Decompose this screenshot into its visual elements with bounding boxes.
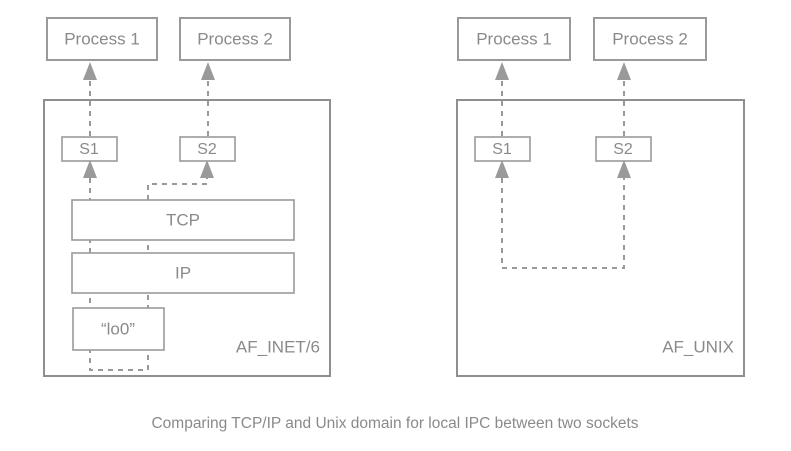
left-process-1[interactable]: Process 1: [46, 17, 158, 61]
left-process-2-box[interactable]: [179, 17, 291, 61]
right-process-1[interactable]: Process 1: [457, 17, 571, 61]
right-arrowhead-s1: [495, 160, 509, 178]
right-process-2[interactable]: Process 2: [593, 17, 707, 61]
left-socket-s2-label: S2: [197, 141, 217, 158]
left-layer-tcp-box[interactable]: [71, 199, 295, 241]
left-layer-ip-label: IP: [175, 263, 191, 282]
right-process-1-box[interactable]: [457, 17, 571, 61]
left-arrowhead-process2: [201, 62, 215, 80]
right-process-2-box[interactable]: [593, 17, 707, 61]
right-process-2-label: Process 2: [612, 29, 688, 48]
left-process-1-box[interactable]: [46, 17, 158, 61]
left-arrowhead-process1: [83, 62, 97, 80]
right-socket-s2-box[interactable]: [595, 136, 652, 162]
right-dash-direct-path: [501, 178, 625, 269]
left-process-1-label: Process 1: [64, 29, 140, 48]
left-process-2[interactable]: Process 2: [179, 17, 291, 61]
right-arrowhead-s2: [617, 160, 631, 178]
right-arrowhead-process1: [495, 62, 509, 80]
left-arrowhead-s1: [83, 160, 97, 178]
left-layer-tcp[interactable]: TCP: [71, 199, 295, 241]
left-layer-lo0-label: “lo0”: [101, 319, 135, 338]
right-panel-label: AF_UNIX: [662, 337, 734, 356]
left-panel-group: Process 1 Process 2 AF_INET/6: [43, 17, 331, 377]
diagram-caption: Comparing TCP/IP and Unix domain for loc…: [151, 415, 638, 432]
right-socket-s2[interactable]: S2: [595, 136, 652, 162]
right-socket-s1-label: S1: [492, 141, 512, 158]
left-layer-lo0[interactable]: “lo0”: [72, 307, 165, 351]
left-layer-ip[interactable]: IP: [71, 252, 295, 294]
left-layer-tcp-label: TCP: [166, 210, 200, 229]
left-socket-s1-label: S1: [79, 141, 99, 158]
left-process-2-label: Process 2: [197, 29, 273, 48]
left-arrowhead-s2: [200, 160, 214, 178]
left-socket-s2-box[interactable]: [179, 136, 236, 162]
left-layer-lo0-box[interactable]: [72, 307, 165, 351]
left-socket-s1[interactable]: S1: [61, 136, 118, 162]
left-panel-label: AF_INET/6: [236, 337, 320, 356]
right-panel-group: Process 1 Process 2 AF_UNIX S1: [456, 17, 745, 377]
left-socket-s2[interactable]: S2: [179, 136, 236, 162]
right-socket-s1-box[interactable]: [474, 136, 531, 162]
left-layer-ip-box[interactable]: [71, 252, 295, 294]
right-arrowhead-process2: [617, 62, 631, 80]
right-socket-s2-label: S2: [613, 141, 633, 158]
right-process-1-label: Process 1: [476, 29, 552, 48]
right-socket-s1[interactable]: S1: [474, 136, 531, 162]
left-socket-s1-box[interactable]: [61, 136, 118, 162]
